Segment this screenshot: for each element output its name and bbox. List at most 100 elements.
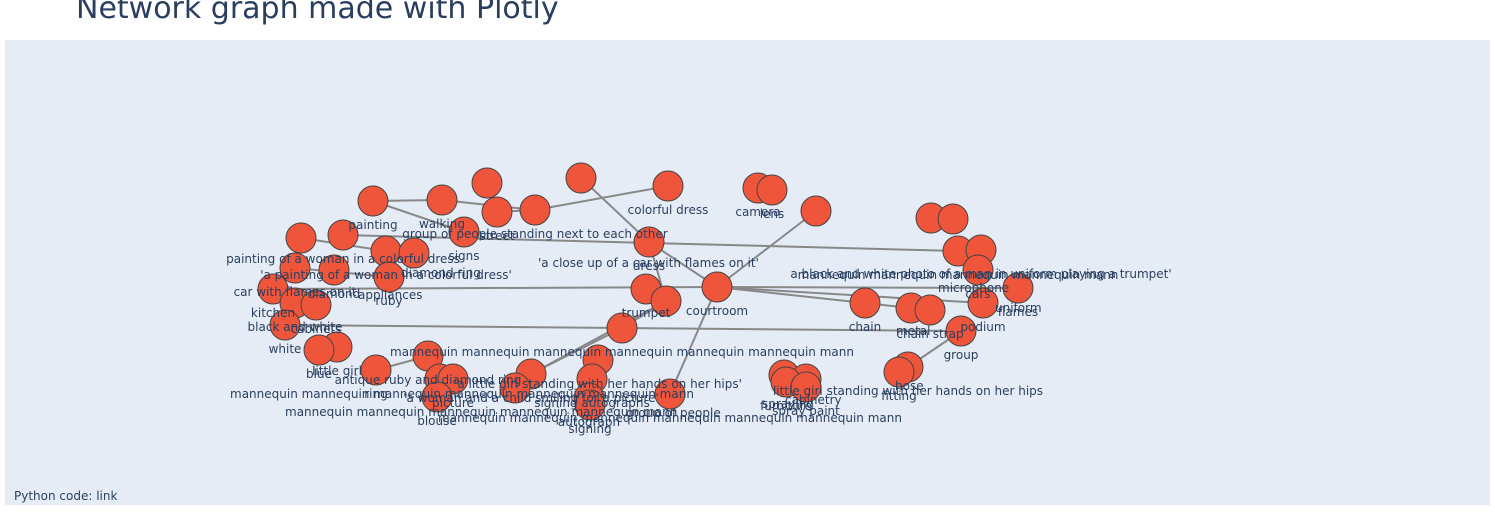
graph-node[interactable] bbox=[303, 334, 335, 366]
node-label: spray paint bbox=[772, 404, 840, 418]
node-label: blue bbox=[306, 367, 332, 381]
graph-node[interactable] bbox=[327, 219, 359, 251]
node-label: blouse bbox=[417, 414, 457, 428]
graph-node[interactable] bbox=[967, 287, 999, 319]
node-label: uniform bbox=[995, 301, 1042, 315]
node-label: painting of a woman in a colorful dress bbox=[226, 252, 460, 266]
node-label: microphone bbox=[938, 281, 1009, 295]
graph-edge bbox=[530, 300, 667, 375]
node-label: metal bbox=[896, 324, 930, 338]
graph-node[interactable] bbox=[1002, 272, 1034, 304]
graph-node[interactable] bbox=[654, 378, 686, 410]
plot-area[interactable] bbox=[5, 40, 1490, 505]
node-label: painting bbox=[348, 218, 397, 232]
graph-node[interactable] bbox=[448, 216, 480, 248]
graph-edge bbox=[580, 177, 650, 243]
graph-node[interactable] bbox=[574, 389, 606, 421]
node-label: ring bbox=[364, 387, 388, 401]
graph-edge bbox=[716, 210, 817, 288]
graph-node[interactable] bbox=[565, 162, 597, 194]
node-label: podium bbox=[960, 320, 1005, 334]
graph-node[interactable] bbox=[701, 271, 733, 303]
node-label: little girl bbox=[312, 364, 362, 378]
node-label: 'a painting of a woman in a colorful dre… bbox=[260, 268, 512, 282]
node-label: cabinetry bbox=[785, 393, 842, 407]
graph-node[interactable] bbox=[945, 315, 977, 347]
graph-node[interactable] bbox=[519, 194, 551, 226]
graph-node[interactable] bbox=[426, 184, 458, 216]
graph-node[interactable] bbox=[318, 254, 350, 286]
node-label: antique ruby and diamond ring bbox=[335, 373, 522, 387]
node-label: white bbox=[269, 342, 302, 356]
graph-node[interactable] bbox=[421, 381, 453, 413]
node-label: colorful dress bbox=[628, 203, 709, 217]
node-label: lens bbox=[760, 207, 785, 221]
node-label: signs bbox=[448, 249, 479, 263]
graph-node[interactable] bbox=[800, 195, 832, 227]
graph-node[interactable] bbox=[357, 185, 389, 217]
graph-node[interactable] bbox=[398, 237, 430, 269]
graph-node[interactable] bbox=[633, 226, 665, 258]
node-label: camera bbox=[735, 205, 780, 219]
node-label: group bbox=[944, 348, 979, 362]
node-label: 'a little girl standing with her hands o… bbox=[454, 377, 742, 391]
graph-node[interactable] bbox=[499, 372, 531, 404]
graph-node[interactable] bbox=[300, 289, 332, 321]
graph-node[interactable] bbox=[285, 222, 317, 254]
node-label: cabinets bbox=[291, 322, 342, 336]
graph-node[interactable] bbox=[606, 312, 638, 344]
node-label: group of people standing next to each ot… bbox=[402, 227, 667, 241]
graph-node[interactable] bbox=[373, 261, 405, 293]
node-layer bbox=[257, 162, 1034, 421]
graph-node[interactable] bbox=[962, 254, 994, 286]
python-code-annotation[interactable]: Python code: link bbox=[14, 489, 118, 503]
node-label: flames bbox=[998, 305, 1038, 319]
node-label: diamond ring bbox=[401, 266, 481, 280]
graph-node[interactable] bbox=[652, 170, 684, 202]
node-label: car with flames on it bbox=[234, 285, 357, 299]
graph-node[interactable] bbox=[269, 309, 301, 341]
node-label: mannequin mannequin mannequin mannequin … bbox=[285, 405, 677, 419]
graph-edge bbox=[372, 200, 465, 233]
graph-node[interactable] bbox=[257, 273, 289, 305]
graph-node[interactable] bbox=[756, 174, 788, 206]
node-label: chain strap bbox=[896, 327, 963, 341]
node-label: courtroom bbox=[686, 304, 748, 318]
chart-title: Network graph made with Plotly bbox=[76, 0, 559, 26]
node-label: autograph bbox=[558, 415, 620, 429]
node-label: little girl standing with her hands on h… bbox=[773, 384, 1043, 398]
node-label: chain bbox=[849, 320, 882, 334]
node-label: mannequin mannequin mannequin mannequin … bbox=[390, 345, 854, 359]
node-label: 'a woman and a child smiling for a pictu… bbox=[403, 391, 659, 405]
graph-node[interactable] bbox=[790, 371, 822, 403]
node-label: mannequin mannequin mannequin mannequin … bbox=[438, 411, 902, 425]
node-label: furniture bbox=[760, 399, 812, 413]
graph-node[interactable] bbox=[883, 356, 915, 388]
graph-node[interactable] bbox=[279, 252, 311, 284]
node-label: ruby bbox=[375, 294, 402, 308]
graph-node[interactable] bbox=[849, 287, 881, 319]
node-label: a black and white photo of a man in unif… bbox=[790, 267, 1171, 281]
graph-node[interactable] bbox=[650, 285, 682, 317]
graph-node[interactable] bbox=[937, 203, 969, 235]
node-label: mannequin mannequin mannequin mannequin … bbox=[230, 387, 694, 401]
graph-node[interactable] bbox=[360, 354, 392, 386]
node-label: picture bbox=[432, 396, 474, 410]
graph-node[interactable] bbox=[471, 167, 503, 199]
node-label: trumpet bbox=[622, 306, 671, 320]
graph-edge bbox=[669, 286, 718, 395]
graph-node[interactable] bbox=[914, 294, 946, 326]
graph-edge bbox=[716, 286, 1019, 289]
node-label: mannequin mannequin mannequin mannequin … bbox=[798, 268, 1119, 282]
node-label: spraying bbox=[762, 397, 814, 411]
node-label: kitchen bbox=[251, 306, 295, 320]
node-label: fitting bbox=[881, 389, 917, 403]
node-label: signing autographs bbox=[534, 396, 650, 410]
node-label: dress bbox=[633, 259, 665, 273]
node-label: group of people bbox=[626, 406, 721, 420]
graph-node[interactable] bbox=[481, 196, 513, 228]
node-label: hose bbox=[895, 379, 924, 393]
node-label: walking bbox=[419, 217, 465, 231]
